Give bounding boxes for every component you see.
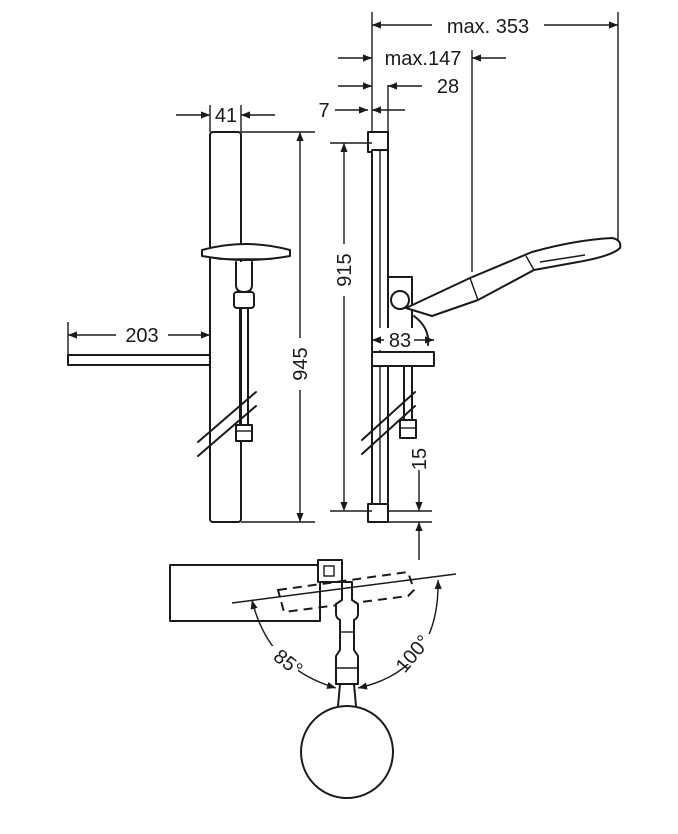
- side-bottom-bracket: [367, 503, 389, 523]
- dim-shelf-gap: 28: [437, 76, 459, 98]
- top-shelf: [169, 564, 321, 622]
- front-view: 41 203 945: [67, 105, 315, 523]
- side-hose-connector: [399, 419, 417, 439]
- top-view: 85° 100°: [169, 559, 457, 799]
- side-view: max. 353 max.147 28 7 915 83 15: [318, 12, 622, 560]
- dim-bottom-offset: 15: [409, 448, 431, 470]
- dim-max-reach: max. 353: [447, 16, 529, 38]
- side-shelf: [371, 351, 435, 367]
- dim-shelf-depth: 83: [389, 330, 411, 352]
- dim-shelf-length: 203: [125, 325, 158, 347]
- dim-fixing-distance: 915: [334, 253, 356, 286]
- front-holder: [235, 261, 253, 293]
- dim-rail-width: 41: [215, 105, 237, 127]
- front-hose-connector: [235, 424, 253, 442]
- top-bracket: [317, 559, 343, 583]
- side-break-line: [361, 391, 416, 441]
- front-break-line: [197, 391, 257, 443]
- front-handshower-head: [201, 243, 291, 261]
- dim-max-handshower-offset: max.147: [385, 48, 462, 70]
- front-shelf: [67, 354, 211, 366]
- side-slider-knob: [390, 290, 410, 310]
- side-handshower: [405, 237, 622, 317]
- dim-rail-length: 945: [290, 347, 312, 380]
- dim-rail-offset: 7: [318, 100, 329, 122]
- top-shower-head: [300, 705, 394, 799]
- front-rail: [209, 131, 242, 523]
